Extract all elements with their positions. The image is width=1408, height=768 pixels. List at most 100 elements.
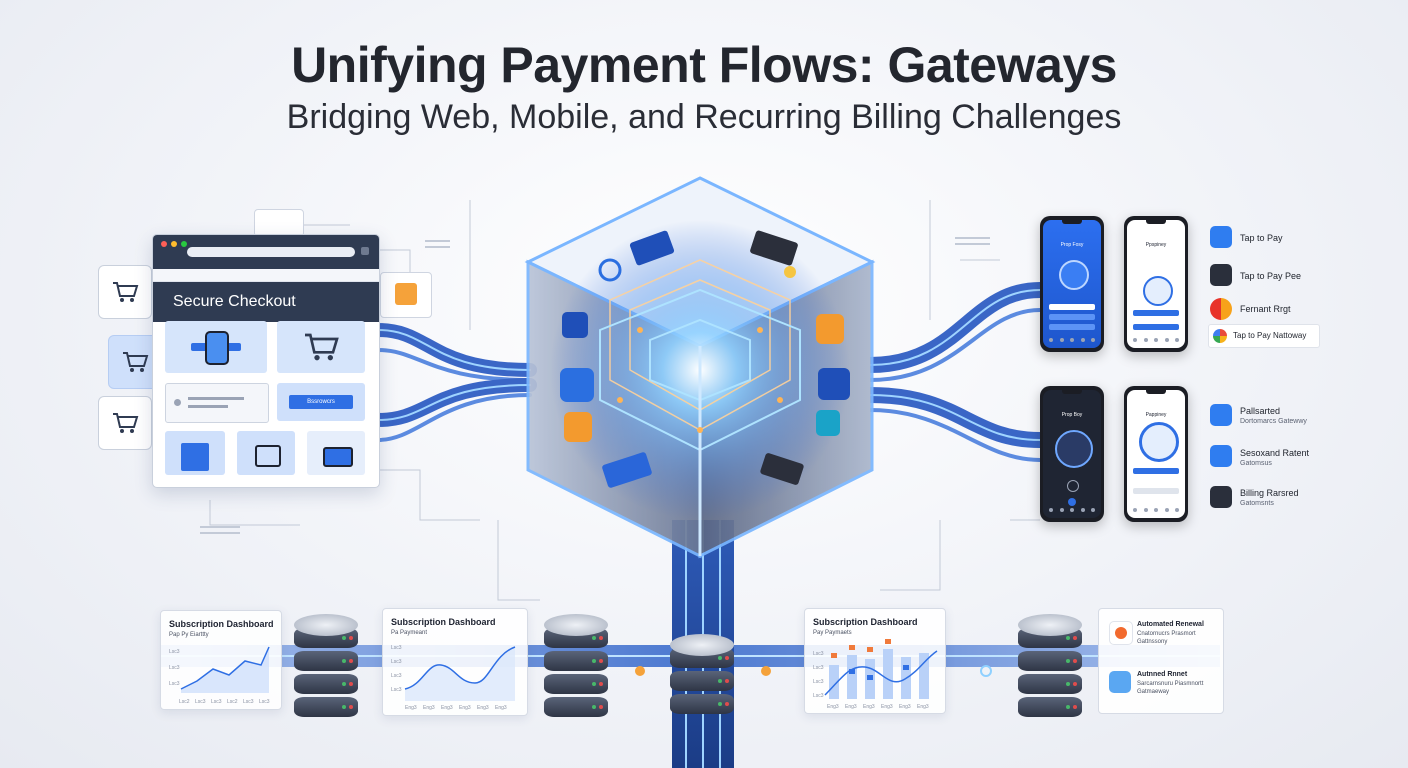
recurring-billing-card[interactable]: Automated Renewal Cnatornucrs Prasmort G… bbox=[1098, 608, 1224, 714]
x-tick: Eng3 bbox=[459, 705, 471, 711]
database-icon bbox=[1018, 614, 1082, 720]
tap-icon bbox=[1210, 226, 1232, 248]
card-icon bbox=[1210, 445, 1232, 467]
method-sub: Gatomsus bbox=[1240, 460, 1272, 467]
phone-light-2: Pappiney bbox=[1124, 386, 1188, 522]
y-tick: Lsc3 bbox=[813, 665, 824, 671]
subscription-dashboard[interactable]: Subscription Dashboard Pap Py Eiarttty L… bbox=[160, 610, 282, 710]
cart-tile[interactable] bbox=[277, 321, 365, 373]
web-checkout-window: Secure Checkout Bssrowcrs bbox=[152, 234, 380, 488]
subscription-dashboard[interactable]: Subscription Dashboard Pay Paymaets Lsc3… bbox=[804, 608, 946, 714]
lock-icon bbox=[361, 247, 369, 255]
fingerprint-icon bbox=[1143, 276, 1173, 306]
fingerprint-icon bbox=[598, 258, 622, 282]
y-tick: Lsc3 bbox=[391, 687, 402, 693]
phone-light: Ppspiney bbox=[1124, 216, 1188, 352]
wallet-icon bbox=[1210, 264, 1232, 286]
checkout-header: Secure Checkout bbox=[153, 282, 379, 322]
x-tick: Eng3 bbox=[477, 705, 489, 711]
phone-blue: Prop Fosy bbox=[1040, 216, 1104, 352]
app-icon bbox=[562, 312, 588, 338]
method-label: Tap to Pay bbox=[1240, 233, 1283, 243]
y-tick: Lsc3 bbox=[169, 649, 180, 655]
shopping-cart-icon bbox=[305, 333, 339, 361]
x-tick: Lsc2 bbox=[227, 699, 238, 705]
y-tick: Lsc3 bbox=[813, 693, 824, 699]
phone-button[interactable] bbox=[1049, 314, 1095, 320]
dollar-icon bbox=[564, 412, 592, 442]
x-tick: Eng3 bbox=[881, 704, 893, 710]
recurring-title: Automated Renewal bbox=[1137, 621, 1204, 628]
x-tick: Eng3 bbox=[827, 704, 839, 710]
method-sub: Dortomarcs Gatewwy bbox=[1240, 418, 1307, 425]
y-tick: Lsc3 bbox=[391, 673, 402, 679]
phone-dark: Prop Boy bbox=[1040, 386, 1104, 522]
card-field[interactable] bbox=[165, 383, 269, 423]
bag-icon bbox=[323, 447, 353, 467]
phone-button[interactable] bbox=[1133, 310, 1179, 316]
cart-card[interactable] bbox=[98, 396, 152, 450]
y-tick: Lsc3 bbox=[169, 665, 180, 671]
bag-tile[interactable] bbox=[307, 431, 365, 475]
pay-dot[interactable] bbox=[1068, 498, 1076, 506]
line-chart: Lsc3 Lsc3 Lsc3 Lsc3 Eng3 Eng3 Eng3 Eng3 … bbox=[391, 645, 516, 711]
method-label: Tap to Pay Pee bbox=[1240, 271, 1302, 281]
y-tick: Lsc3 bbox=[169, 681, 180, 687]
dashboard-subtitle: Pay Paymaets bbox=[813, 630, 852, 636]
recurring-line: Gatmaeway bbox=[1137, 689, 1170, 695]
phone-title: Prop Fosy bbox=[1060, 242, 1084, 248]
cart-card[interactable] bbox=[98, 265, 152, 319]
lock-tile[interactable] bbox=[237, 431, 295, 475]
recurring-line: Cnatornucrs Prasmort bbox=[1137, 631, 1196, 637]
x-tick: Lsc3 bbox=[195, 699, 206, 705]
payment-tile[interactable] bbox=[165, 321, 267, 373]
shopping-cart-icon bbox=[113, 413, 139, 433]
x-tick: Eng3 bbox=[845, 704, 857, 710]
x-tick: Eng3 bbox=[423, 705, 435, 711]
auto-renew-icon bbox=[1109, 671, 1131, 693]
bank-icon bbox=[818, 368, 850, 400]
wallet-icon bbox=[1210, 486, 1232, 508]
pinwheel-icon bbox=[1213, 329, 1227, 343]
fingerprint-icon bbox=[1059, 260, 1089, 290]
coin-icon bbox=[816, 314, 844, 344]
shopping-cart-icon bbox=[113, 282, 139, 302]
recurring-title: Autnned Rnnet bbox=[1137, 671, 1188, 678]
credit-card-icon bbox=[629, 230, 675, 266]
x-tick: Lsc3 bbox=[243, 699, 254, 705]
phone-button[interactable] bbox=[1133, 324, 1179, 330]
address-bar[interactable] bbox=[187, 247, 355, 257]
cards-icon bbox=[1210, 298, 1232, 320]
folder-icon bbox=[181, 443, 209, 471]
database-icon bbox=[670, 634, 734, 717]
x-tick: Eng3 bbox=[441, 705, 453, 711]
phone-button[interactable] bbox=[1133, 488, 1179, 494]
fingerprint-icon bbox=[1139, 422, 1179, 462]
fingerprint-icon bbox=[1055, 430, 1093, 468]
credit-card-icon bbox=[760, 453, 804, 485]
chat-icon bbox=[560, 368, 594, 402]
x-tick: Lsc3 bbox=[259, 699, 270, 705]
credit-card-icon bbox=[750, 230, 798, 266]
method-chip[interactable]: Tap to Pay Nattoway bbox=[1208, 324, 1320, 348]
pay-button-tile[interactable]: Bssrowcrs bbox=[277, 383, 365, 421]
combo-chart: Lsc3 Lsc3 Lsc3 Lsc3 Eng3 Eng3 Eng3 Eng3 … bbox=[813, 639, 938, 710]
renewal-icon bbox=[1109, 621, 1133, 645]
phone-button[interactable] bbox=[1133, 468, 1179, 474]
credit-card-icon bbox=[602, 452, 652, 488]
wallet-icon bbox=[816, 410, 840, 436]
phone-button[interactable] bbox=[1049, 304, 1095, 310]
y-tick: Lsc3 bbox=[391, 645, 402, 651]
phone-title: Pappiney bbox=[1145, 412, 1167, 418]
gateway-cube bbox=[524, 176, 876, 559]
x-tick: Eng3 bbox=[495, 705, 507, 711]
method-label: Pallsarted bbox=[1240, 406, 1281, 416]
line-chart: Lsc3 Lsc3 Lsc3 Lsc2 Lsc3 Lsc3 Lsc2 Lsc3 … bbox=[169, 646, 270, 705]
pay-button[interactable]: Bssrowcrs bbox=[289, 395, 353, 409]
card-reader-icon bbox=[205, 331, 229, 365]
subscription-dashboard[interactable]: Subscription Dashboard Pa Paymeant Lsc3 … bbox=[382, 608, 528, 716]
phone-button[interactable] bbox=[1049, 324, 1095, 330]
recurring-line: Sarcarnsnuru Piasmnortt bbox=[1137, 681, 1204, 687]
wallet-tile[interactable] bbox=[165, 431, 225, 475]
